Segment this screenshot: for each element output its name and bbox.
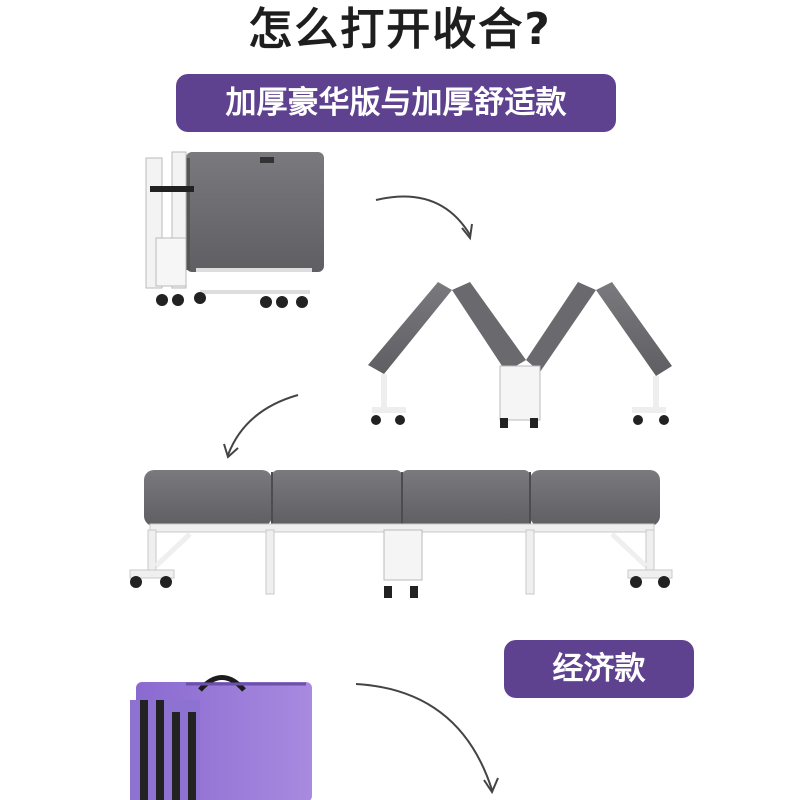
economy-folded-mattress-image: [130, 675, 312, 800]
folded-bed-image: [145, 151, 324, 308]
open-bed-image: [129, 470, 673, 598]
variant-badge-economy: 经济款: [504, 640, 694, 698]
arrow-icon: [227, 394, 299, 456]
variant-badge-deluxe: 加厚豪华版与加厚舒适款: [176, 74, 616, 132]
arrow-icon: [375, 195, 471, 236]
page-title: 怎么打开收合?: [248, 4, 552, 55]
arrow-icon: [355, 683, 493, 791]
unfolding-bed-image: [368, 282, 672, 428]
